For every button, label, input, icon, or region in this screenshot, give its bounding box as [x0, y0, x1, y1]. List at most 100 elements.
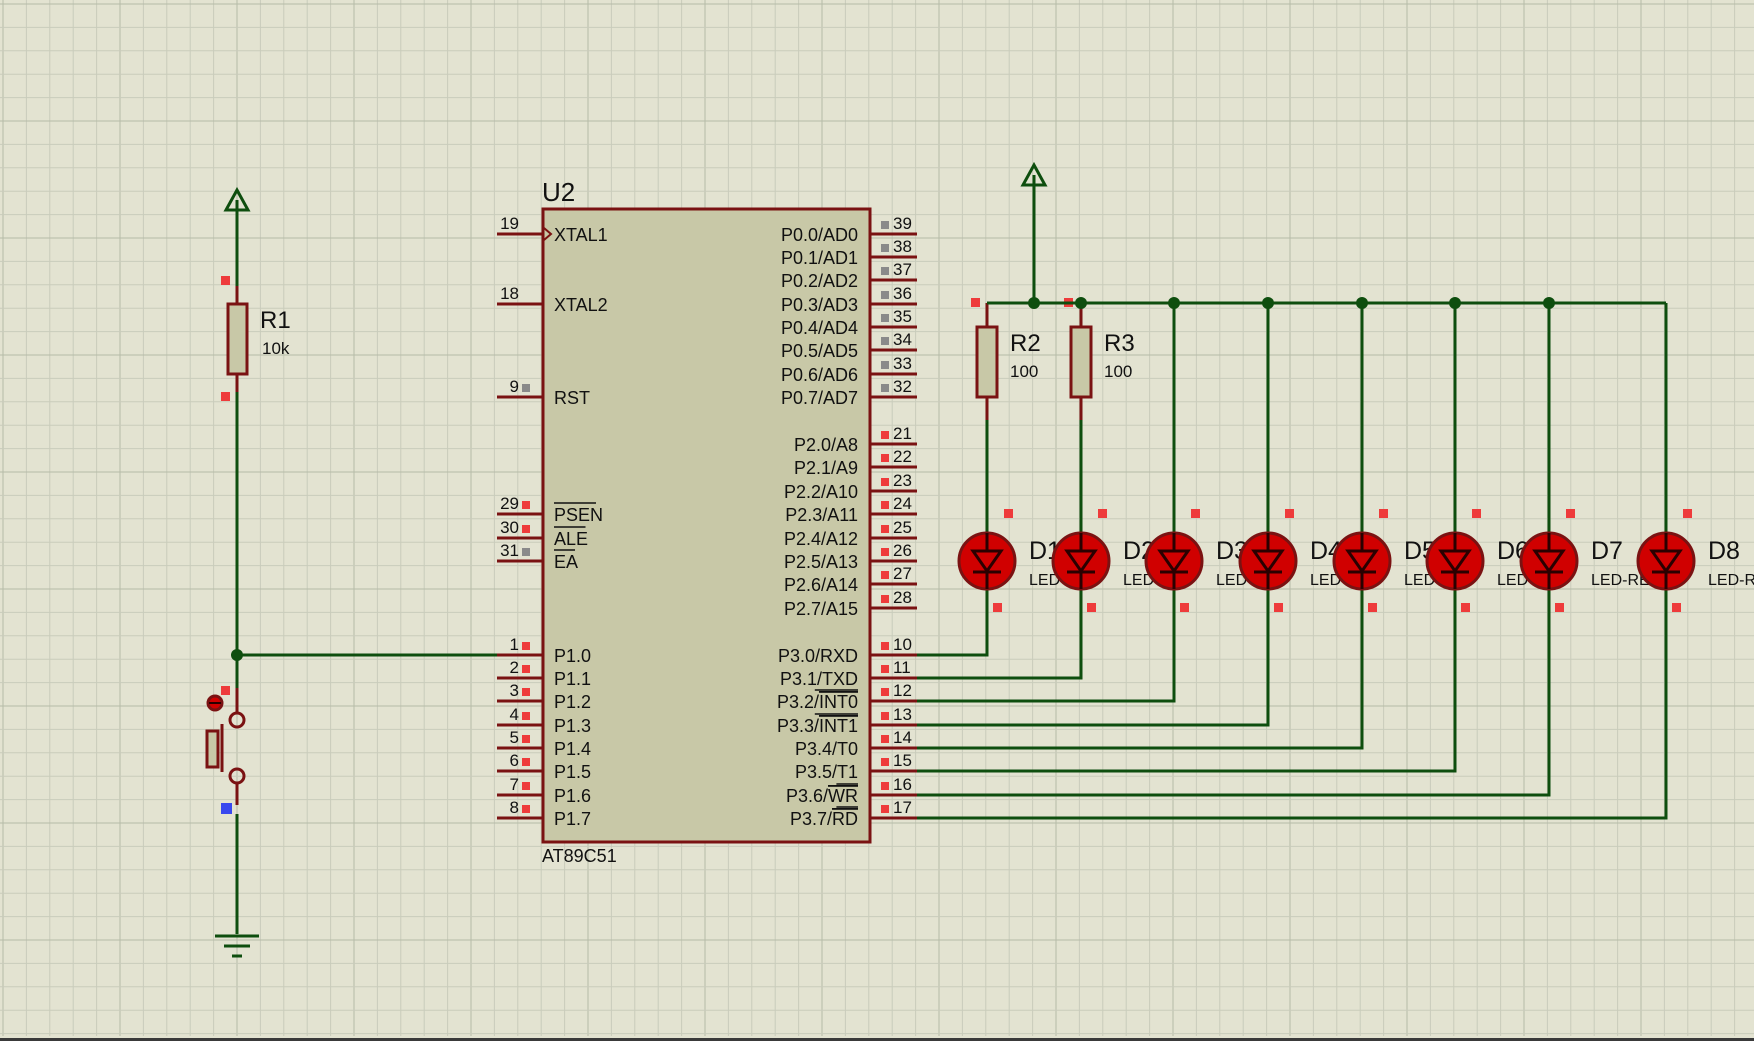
pin-marker — [1004, 509, 1013, 518]
wire-p3-3[interactable] — [917, 585, 1270, 727]
mcu-pin-1[interactable]: 1P1.0 — [497, 635, 591, 666]
pin-name: P0.6/AD6 — [781, 365, 858, 385]
mcu-pin-4[interactable]: 4P1.3 — [497, 705, 591, 736]
resistor-r1[interactable]: R1 10k — [226, 286, 291, 392]
pin-marker — [881, 291, 889, 299]
resistor-r2[interactable]: R2 100 — [971, 298, 1041, 420]
pin-marker — [1368, 603, 1377, 612]
ground-terminal[interactable] — [215, 934, 259, 958]
pin-marker — [881, 501, 889, 509]
pin-name: P2.6/A14 — [784, 575, 858, 595]
mcu-pin-2[interactable]: 2P1.1 — [497, 658, 591, 689]
pin-number: 1 — [510, 635, 519, 654]
wire-p3-6[interactable] — [917, 585, 1551, 797]
pin-marker — [881, 805, 889, 813]
pin-number: 30 — [500, 518, 519, 537]
led-bank-wiring — [917, 297, 1668, 820]
pin-name-overlined: WR — [828, 786, 858, 806]
pin-name: P2.7/A15 — [784, 599, 858, 619]
mcu-pin-7[interactable]: 7P1.6 — [497, 775, 591, 806]
pin-marker — [881, 571, 889, 579]
wire-p3-2[interactable] — [917, 585, 1176, 703]
pin-marker — [1555, 603, 1564, 612]
pin-name: P3.5/T1 — [795, 762, 858, 782]
pin-marker — [881, 337, 889, 345]
pin-name-overlined: INT0 — [819, 692, 858, 712]
pin-name: RST — [554, 388, 590, 408]
pin-marker — [522, 665, 530, 673]
pin-name-overlined: INT1 — [819, 716, 858, 736]
push-button[interactable] — [205, 686, 246, 814]
mcu-pin-8[interactable]: 8P1.7 — [497, 798, 591, 829]
resistor-icon — [1069, 325, 1093, 399]
wire-p3-4[interactable] — [917, 585, 1364, 750]
pin-marker — [522, 735, 530, 743]
wire-p3-7[interactable] — [917, 585, 1668, 820]
pin-name: P1.7 — [554, 809, 591, 829]
pin-marker — [971, 298, 980, 307]
pin-marker — [881, 525, 889, 533]
resistor-icon — [226, 302, 249, 376]
r3-value: 100 — [1104, 362, 1132, 381]
resistor-r3[interactable]: R3 100 — [1064, 298, 1135, 420]
mcu-u2[interactable]: U2 AT89C51 19XTAL118XTAL29RST29PSEN30ALE… — [497, 177, 917, 866]
pin-marker — [1566, 509, 1575, 518]
wire-p3-5[interactable] — [917, 585, 1457, 773]
mcu-pin-6[interactable]: 6P1.5 — [497, 751, 591, 782]
pin-marker — [881, 665, 889, 673]
mcu-pin-3[interactable]: 3P1.2 — [497, 681, 591, 712]
pin-number: 39 — [893, 214, 912, 233]
pin-number: 34 — [893, 330, 912, 349]
pin-name: P0.5/AD5 — [781, 341, 858, 361]
wire-p3-0[interactable] — [917, 585, 989, 657]
pin-number: 25 — [893, 518, 912, 537]
pin-marker — [881, 642, 889, 650]
pin-name: P0.0/AD0 — [781, 225, 858, 245]
wire-p3-1[interactable] — [917, 585, 1083, 680]
mcu-ref: U2 — [542, 177, 575, 207]
pin-marker — [1672, 603, 1681, 612]
pin-number: 6 — [510, 751, 519, 770]
pin-marker — [522, 805, 530, 813]
pin-number: 12 — [893, 681, 912, 700]
pin-name: P1.5 — [554, 762, 591, 782]
mcu-pin-5[interactable]: 5P1.4 — [497, 728, 591, 759]
pin-marker — [881, 548, 889, 556]
button-cap — [205, 729, 220, 769]
pin-marker — [522, 712, 530, 720]
